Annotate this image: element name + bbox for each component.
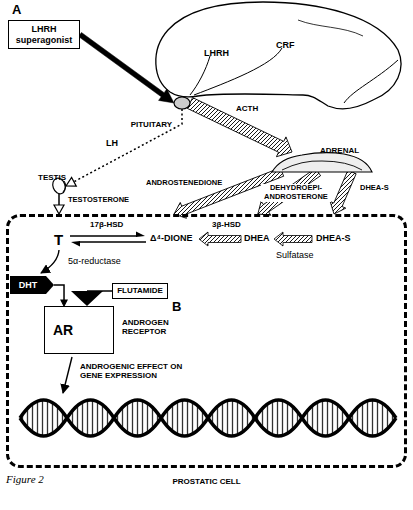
reaction-arrow [70,235,137,237]
arrow-body [330,170,356,214]
figure-caption: Figure 2 [6,473,44,486]
arrow-head [54,205,64,214]
arrow-head [136,232,145,238]
connector-line [54,285,64,300]
brain: LHRH CRF [148,0,403,114]
reduction-arrow [41,250,59,273]
node-label: CRF [276,40,295,50]
conversion-arrow [199,232,241,246]
blocking-wedge [71,291,103,306]
connector [66,109,182,186]
panel-letter: A [12,3,21,18]
enzyme-label: 5α-reductase [68,256,121,266]
testis: TESTIS [52,178,66,194]
effect-label: ANDROGENIC EFFECT ON GENE EXPRESSION [80,362,194,380]
edge-label: LH [106,138,118,148]
edge-label: TESTOSTERONE [68,196,129,205]
node-text: FLUTAMIDE [117,286,163,295]
connector-line [74,109,182,182]
drug-box: FLUTAMIDE [112,283,168,299]
hormone-label: Δ⁴-DIONE [150,233,192,243]
adrenal-gland: ADRENAL [272,152,372,172]
pituitary-gland: PITUITARY [174,97,190,109]
connector [54,194,64,214]
dna-rungs [20,400,396,436]
enzyme-label: 17β-HSD [90,220,123,229]
dna-strand [20,400,396,436]
edge-label: ACTH [236,104,258,113]
arrow-body [187,98,292,157]
dna-strand [20,400,396,436]
enzyme-label: 3β-HSD [212,220,241,229]
connector [54,285,67,306]
node-text: AR [53,322,73,338]
node-label: PROSTATIC CELL [172,477,240,486]
enzyme-label: Sulfatase [276,250,314,260]
brain-fold [298,20,363,36]
hormone-label: DHEA [244,233,270,243]
node-text: LHRH superagonist [9,24,79,45]
brain-fold [344,60,398,103]
hormone-label: T [54,231,63,248]
receptor-box: AR [44,306,114,354]
brain-outline [156,2,401,109]
hormone-shape [10,276,54,294]
hormone-arrow: DHT [10,276,54,294]
edge-label: ANDROSTENEDIONE [146,179,222,188]
arrow-head [66,177,76,186]
hormone-label: DHEA-S [316,233,351,243]
effect-arrow [63,357,72,393]
brain-outline [148,0,403,114]
drug-box: LHRH superagonist [8,20,80,49]
epididymis [63,181,66,192]
edge-label: DEHYDROEPI- ANDROSTERONE [261,184,331,201]
reaction-arrow [79,241,146,243]
node-text: DHT [19,280,38,290]
neuron-line [190,56,210,95]
neuron-line [194,48,282,95]
node-label: ADRENAL [320,146,359,155]
adrenal-outline [272,153,372,172]
pituitary-outline [174,97,190,109]
prostatic-cell: PROSTATIC CELLDHTFLUTAMIDEAR [6,214,407,468]
node-label: LHRH [204,48,229,58]
adrenal-medulla [282,161,362,170]
connector [330,170,356,214]
node-label: PITUITARY [131,120,172,129]
part-label: ANDROGEN RECEPTOR [122,318,186,336]
connector [187,98,292,157]
connector-line [58,194,60,205]
edge-label: DHEA-S [360,184,389,193]
panel-letter: B [172,300,181,315]
pituitary-gland-outline [174,97,190,109]
arrow-head [71,241,80,247]
connector [71,291,112,306]
node-label: TESTIS [38,173,66,182]
conversion-arrow [274,232,312,246]
